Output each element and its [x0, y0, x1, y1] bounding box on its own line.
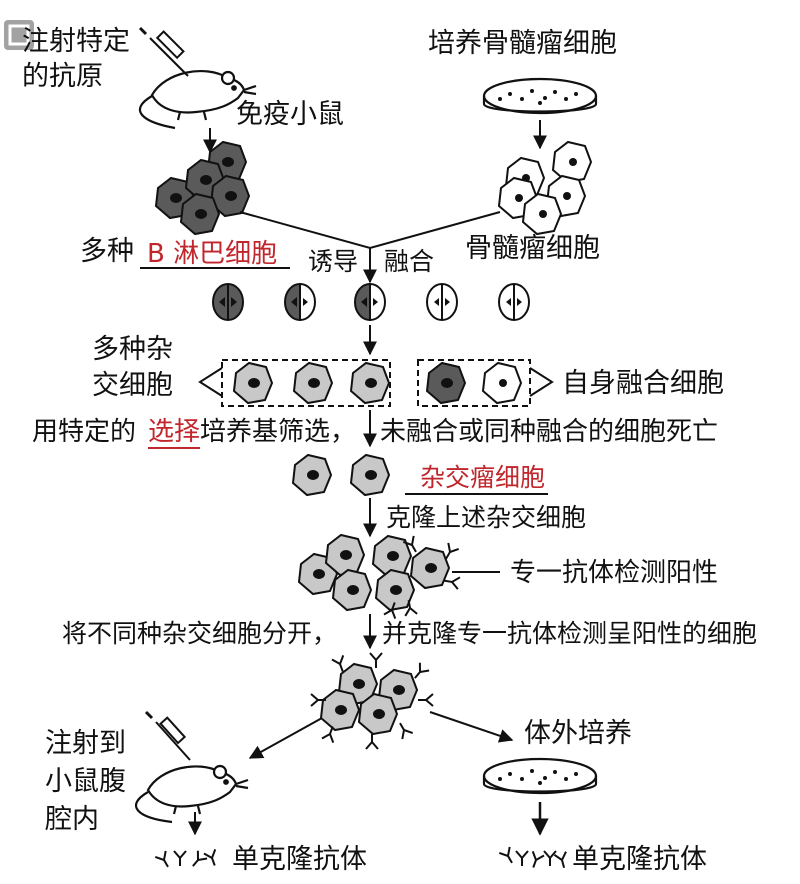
b-lymphocyte-cluster [156, 142, 249, 234]
label-inject-to-3: 腔内 [45, 804, 99, 835]
label-mab-left: 单克隆抗体 [232, 844, 367, 875]
label-self-fused: 自身融合细胞 [562, 368, 724, 399]
label-selection-prefix: 用特定的 [32, 417, 136, 447]
mouse-icon-top [138, 70, 257, 130]
label-fusion: 融合 [384, 247, 434, 276]
watermark-icon [4, 20, 34, 50]
label-various-prefix: 多种 [80, 236, 134, 267]
petri-dish-bottom [482, 757, 598, 795]
label-induce: 诱导 [308, 247, 358, 276]
label-b-lymphocyte: B 淋巴细胞 [147, 239, 277, 269]
hybrid-cells-box [221, 359, 391, 407]
cloned-hybrid-cluster [299, 535, 461, 620]
mouse-icon-bottom [134, 764, 249, 824]
antibody-icons-left [154, 848, 222, 871]
label-clone-positive: 并克隆专一抗体检测呈阳性的细胞 [382, 619, 757, 648]
label-immune-mouse: 免疫小鼠 [236, 99, 344, 130]
label-myeloma-cells: 骨髓瘤细胞 [465, 233, 600, 264]
label-culture-myeloma: 培养骨髓瘤细胞 [428, 28, 617, 59]
label-antibody-positive: 专一抗体检测阳性 [510, 558, 718, 588]
syringe-icon-top [138, 26, 189, 77]
label-various-hybrid-1: 多种杂 [92, 334, 173, 365]
label-separate-hybrids: 将不同种杂交细胞分开， [62, 619, 337, 648]
label-inject-to-1: 注射到 [45, 728, 126, 759]
label-selection-word: 选择 [148, 417, 200, 447]
fusing-cell-pairs [212, 283, 530, 321]
label-hybridoma: 杂交瘤细胞 [420, 463, 545, 492]
myeloma-cluster [499, 142, 591, 234]
syringe-icon-bottom [144, 710, 191, 761]
label-clone-hybrids: 克隆上述杂交细胞 [386, 503, 586, 532]
positive-clone-cluster [310, 652, 434, 750]
antibody-icons-right [498, 845, 571, 871]
label-mab-right: 单克隆抗体 [572, 844, 707, 875]
petri-dish-top [482, 77, 598, 115]
label-various-hybrid-2: 交细胞 [92, 370, 173, 401]
label-inject-to-2: 小鼠腹 [45, 766, 126, 797]
label-inject-antigen-2: 的抗原 [22, 61, 103, 92]
label-inject-antigen-1: 注射特定 [22, 26, 130, 57]
label-selection-suffix: 培养基筛选， [200, 417, 356, 447]
label-unfused-die: 未融合或同种融合的细胞死亡 [380, 417, 718, 447]
self-fused-box [417, 359, 531, 407]
label-in-vitro: 体外培养 [524, 718, 632, 749]
